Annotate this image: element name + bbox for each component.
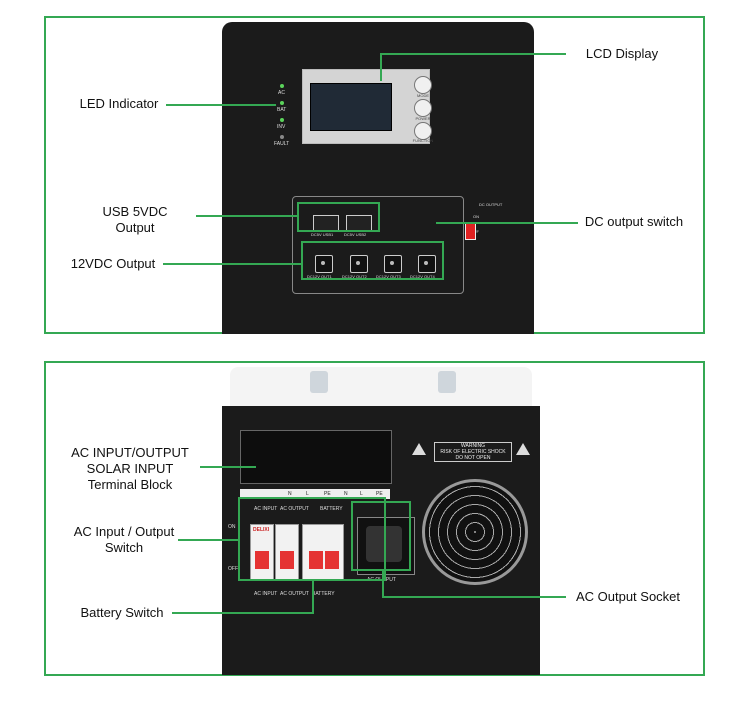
ac-output-breaker[interactable] bbox=[275, 524, 299, 581]
dc12-port-1[interactable] bbox=[315, 255, 333, 273]
led-indicator-callout: LED Indicator bbox=[79, 96, 159, 111]
back-panel-frame: N L PE N L PE AC INPUT AC OUTPUT BATTERY… bbox=[44, 361, 705, 676]
function-label: FUNCTION bbox=[412, 138, 434, 143]
switch-on-label: ON bbox=[473, 214, 479, 219]
dc-switch-callout: DC output switch bbox=[584, 214, 684, 229]
breaker-battery-bottom-label: BATTERY bbox=[312, 591, 335, 597]
dc12-port-2-label: DC12V OUT2 bbox=[342, 274, 367, 279]
led-label-ac: AC bbox=[278, 90, 285, 96]
dc12-port-2[interactable] bbox=[350, 255, 368, 273]
breaker-on-label: ON bbox=[228, 524, 236, 530]
battery-callout-line-h bbox=[172, 612, 312, 614]
dc12-output-callout: 12VDC Output bbox=[70, 256, 156, 271]
inverter-front-photo: AC BAT INV FAULT MODE POWER FUNCTION DC5… bbox=[222, 22, 534, 334]
dc-switch-callout-line bbox=[436, 222, 578, 224]
socket-highlight-box bbox=[351, 501, 411, 571]
terminal-pe-2: PE bbox=[376, 491, 383, 497]
terminal-n-2: N bbox=[344, 491, 348, 497]
terminal-callout-line1: AC INPUT/OUTPUT bbox=[71, 445, 189, 460]
usb-highlight-box bbox=[297, 202, 380, 232]
dc12-highlight-box bbox=[301, 241, 444, 280]
socket-callout-line-h bbox=[382, 596, 566, 598]
dc12-port-3-label: DC12V OUT3 bbox=[376, 274, 401, 279]
breaker-ac-input-bottom-label: AC INPUT bbox=[254, 591, 278, 597]
warning-line1: RISK OF ELECTRIC SHOCK bbox=[440, 449, 506, 455]
mode-button[interactable] bbox=[414, 76, 432, 94]
battery-switch-callout: Battery Switch bbox=[80, 605, 164, 620]
lcd-display-frame: MODE POWER FUNCTION bbox=[302, 69, 433, 144]
power-label: POWER bbox=[415, 116, 431, 121]
ac-output-socket-callout: AC Output Socket bbox=[575, 589, 681, 604]
right-mounting-knob bbox=[438, 371, 456, 393]
dc12-port-1-label: DC12V OUT1 bbox=[307, 274, 332, 279]
ac-switch-callout-line bbox=[178, 539, 238, 541]
terminal-callout-line bbox=[200, 466, 256, 468]
warning-line2: DO NOT OPEN bbox=[455, 455, 491, 461]
led-callout-line bbox=[166, 104, 276, 106]
lcd-callout-line-v bbox=[380, 53, 382, 81]
breaker-ac-output-top-label: AC OUTPUT bbox=[280, 506, 309, 512]
led-label-inv: INV bbox=[277, 124, 286, 130]
led-inv bbox=[280, 118, 284, 122]
function-button[interactable] bbox=[414, 122, 432, 140]
usb-output-callout-line2: Output bbox=[115, 220, 155, 235]
front-panel-frame: AC BAT INV FAULT MODE POWER FUNCTION DC5… bbox=[44, 16, 705, 334]
led-label-fault: FAULT bbox=[274, 141, 290, 147]
terminal-l-1: L bbox=[306, 491, 309, 497]
terminal-n-1: N bbox=[288, 491, 292, 497]
terminal-l-2: L bbox=[360, 491, 363, 497]
dc12-callout-line bbox=[163, 263, 301, 265]
led-label-bat: BAT bbox=[277, 107, 287, 113]
usb-output-callout: USB 5VDC Output bbox=[80, 204, 190, 236]
terminal-block-callout: AC INPUT/OUTPUT SOLAR INPUT Terminal Blo… bbox=[60, 445, 200, 493]
led-fault bbox=[280, 135, 284, 139]
warning-plate: WARNING RISK OF ELECTRIC SHOCK DO NOT OP… bbox=[434, 442, 512, 462]
terminal-callout-line3: Terminal Block bbox=[87, 477, 173, 492]
ac-switch-callout-line2: Switch bbox=[104, 540, 144, 555]
ac-switch-callout: AC Input / Output Switch bbox=[54, 524, 194, 556]
terminal-row: N L PE N L PE bbox=[240, 489, 390, 499]
ac-switch-callout-line1: AC Input / Output bbox=[73, 524, 175, 539]
dc12-port-4[interactable] bbox=[418, 255, 436, 273]
terminal-pe-1: PE bbox=[324, 491, 331, 497]
usb-port-1-label: DC5V USB1 bbox=[311, 232, 334, 237]
ac-input-breaker[interactable] bbox=[250, 524, 274, 581]
lcd-callout-line-h bbox=[380, 53, 566, 55]
shock-warning-icon-left bbox=[412, 443, 426, 455]
lcd-screen bbox=[310, 83, 392, 131]
breaker-brand-label: DELIXI bbox=[253, 527, 270, 533]
usb-port-2-label: DC5V USB2 bbox=[344, 232, 367, 237]
left-mounting-knob bbox=[310, 371, 328, 393]
breaker-ac-input-top-label: AC INPUT bbox=[254, 506, 278, 512]
breaker-off-label: OFF bbox=[228, 566, 238, 572]
dc-output-switch[interactable] bbox=[465, 223, 476, 240]
led-ac bbox=[280, 84, 284, 88]
breaker-ac-output-bottom-label: AC OUTPUT bbox=[280, 591, 309, 597]
lcd-display-callout: LCD Display bbox=[585, 46, 659, 61]
dc12-port-3[interactable] bbox=[384, 255, 402, 273]
socket-callout-line-v bbox=[382, 571, 384, 598]
usb-output-callout-line1: USB 5VDC bbox=[102, 204, 168, 219]
breaker-highlight-box bbox=[238, 497, 386, 581]
usb-callout-line bbox=[196, 215, 297, 217]
cooling-fan-grille bbox=[422, 479, 528, 585]
led-bat bbox=[280, 101, 284, 105]
breaker-battery-top-label: BATTERY bbox=[320, 506, 343, 512]
battery-callout-line-v bbox=[312, 581, 314, 614]
battery-breaker[interactable] bbox=[302, 524, 344, 581]
dc12-port-4-label: DC12V OUT4 bbox=[410, 274, 435, 279]
mode-label: MODE bbox=[417, 93, 429, 98]
warning-title: WARNING bbox=[461, 443, 485, 449]
terminal-block-cover bbox=[240, 430, 392, 484]
terminal-callout-line2: SOLAR INPUT bbox=[86, 461, 174, 476]
dc-output-label: DC OUTPUT bbox=[479, 202, 503, 207]
inverter-back-photo: N L PE N L PE AC INPUT AC OUTPUT BATTERY… bbox=[222, 406, 540, 675]
power-button[interactable] bbox=[414, 99, 432, 117]
shock-warning-icon-right bbox=[516, 443, 530, 455]
